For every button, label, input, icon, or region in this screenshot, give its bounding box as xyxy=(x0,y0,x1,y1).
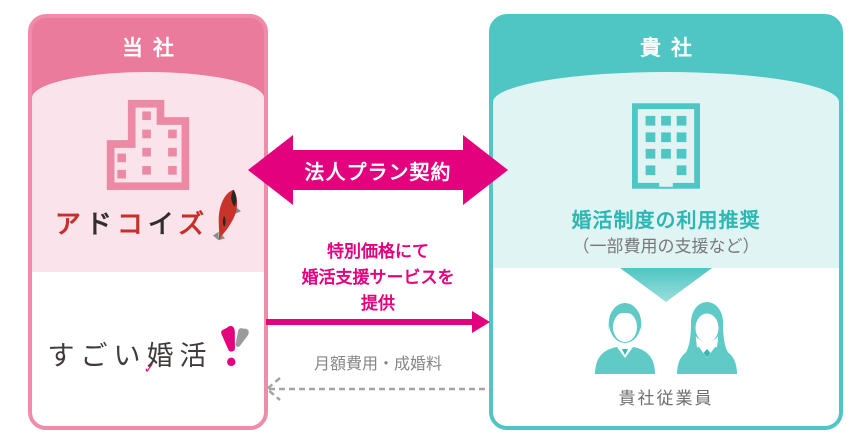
provide-text: 特別価格にて 婚活支援サービスを 提供 xyxy=(301,242,455,313)
right-arrow-icon xyxy=(266,308,492,341)
contract-label: 法人プラン契約 xyxy=(304,161,452,184)
heart-exclamation-icon xyxy=(220,323,249,374)
sugoi-konkatsu-logo: すごい婚活 ✓ xyxy=(32,324,264,388)
adkoizu-logo-text: アドコイズ xyxy=(54,209,210,239)
policy-title: 婚活制度の利用推奨 xyxy=(571,210,761,232)
sugoi-konkatsu-logo-text: すごい婚活 ✓ xyxy=(47,340,213,376)
employees-icons xyxy=(493,298,839,379)
employees-label: 貴社従業員 xyxy=(618,389,714,408)
adkoizu-logo: アドコイズ xyxy=(32,189,264,256)
our-company-footer xyxy=(32,272,264,426)
female-employee-icon xyxy=(675,298,739,379)
our-company-title: 当社 xyxy=(122,37,184,60)
client-company-title: 貴社 xyxy=(640,37,702,60)
fee-label: 月額費用・成婚料 xyxy=(313,356,442,373)
koi-fish-icon xyxy=(213,187,242,248)
down-triangle-icon xyxy=(493,268,839,302)
male-employee-icon xyxy=(593,298,657,379)
check-icon: ✓ xyxy=(143,359,162,376)
building-icon xyxy=(32,98,264,190)
policy-note: （一部費用の支援など） xyxy=(572,237,760,256)
client-company-panel: 貴社 婚活制度の利用推奨 （一部費用の支援など） xyxy=(489,14,843,430)
dashed-left-arrow-icon xyxy=(255,376,493,407)
double-headed-arrow-icon xyxy=(248,135,508,210)
our-company-panel: 当社 アドコイズ xyxy=(28,14,268,430)
office-building-icon xyxy=(493,103,839,189)
